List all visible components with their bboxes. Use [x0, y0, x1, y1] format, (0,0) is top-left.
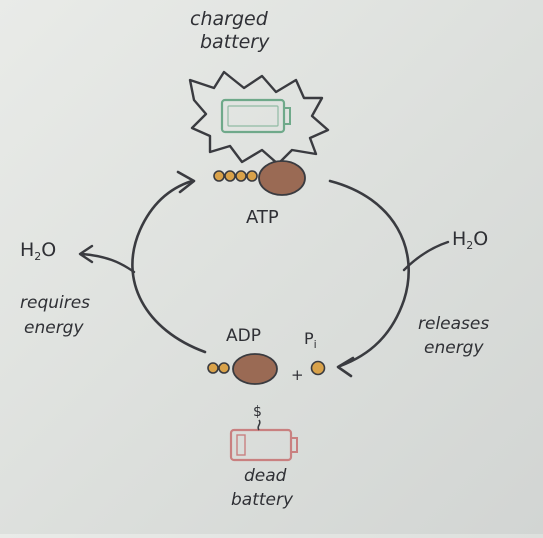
releases-energy-label-line1: releases — [418, 314, 490, 334]
left-cycle-arrow — [131, 179, 207, 354]
dollar-squiggle — [257, 419, 261, 431]
water-right-sub: 2 — [466, 239, 474, 252]
charged-battery-label-line2: battery — [200, 31, 270, 53]
water-in-line — [402, 240, 450, 272]
water-right-h: H — [452, 228, 467, 250]
water-right-o: O — [473, 228, 489, 250]
dollar-mark: $ — [253, 404, 262, 420]
right-cycle-arrow — [328, 179, 410, 368]
requires-energy-label-line2: energy — [24, 318, 84, 338]
atp-label: ATP — [246, 207, 279, 228]
phosphate-circle — [310, 360, 326, 376]
water-right-label: H2O — [452, 228, 489, 252]
water-left-h: H — [20, 239, 35, 261]
phosphate-label-sub: i — [313, 338, 317, 351]
left-arrowhead — [176, 170, 196, 194]
charged-battery-icon — [220, 98, 291, 134]
adp-molecule — [207, 353, 278, 385]
dead-battery-label-line1: dead — [244, 466, 287, 486]
releases-energy-label-line2: energy — [424, 338, 484, 358]
water-out-arrowhead — [78, 244, 94, 264]
phosphate-label: Pi — [304, 329, 317, 351]
plus-sign: + — [291, 366, 304, 384]
charged-battery-label-line1: charged — [190, 8, 268, 30]
adp-label: ADP — [226, 326, 261, 346]
starburst-outline — [188, 70, 330, 166]
requires-energy-label-line1: requires — [20, 293, 91, 313]
water-left-o: O — [41, 239, 57, 261]
water-left-sub: 2 — [34, 250, 42, 263]
dead-battery-icon — [229, 428, 298, 462]
dead-battery-label-line2: battery — [231, 490, 294, 510]
phosphate-label-p: P — [304, 329, 314, 348]
water-out-arrow — [80, 252, 136, 274]
right-arrowhead — [336, 356, 355, 378]
water-left-label: H2O — [20, 239, 57, 263]
atp-molecule — [213, 160, 306, 196]
